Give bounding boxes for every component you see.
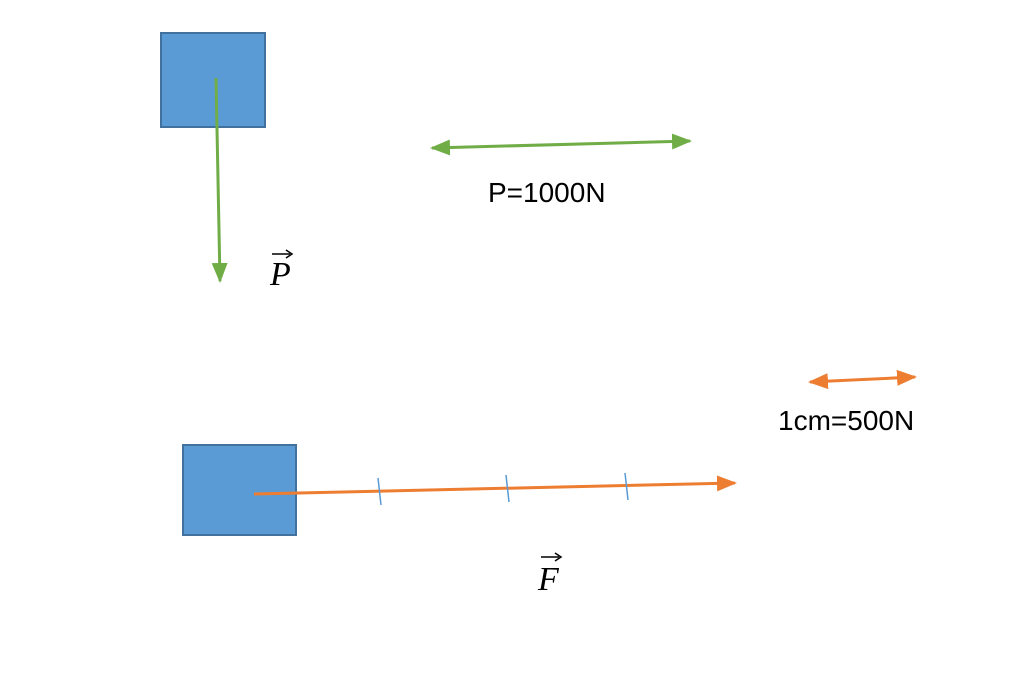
weight-vector-overarrow-head xyxy=(285,249,294,259)
weight-block-outline xyxy=(160,32,266,128)
force-scale-label: 1cm=500N xyxy=(778,405,914,436)
weight-vector-letter: P xyxy=(269,256,291,293)
weight-diagram: P P=1000N xyxy=(160,32,692,293)
force-tick-mark xyxy=(505,474,510,503)
force-diagram: F 1cm=500N xyxy=(182,369,917,598)
force-tick-mark xyxy=(377,477,382,506)
force-vector-symbol: F xyxy=(537,552,563,598)
weight-block xyxy=(161,33,265,127)
force-vector-letter: F xyxy=(537,561,560,598)
weight-vector-arrow xyxy=(211,77,228,283)
force-vector-overarrow-head xyxy=(554,552,563,562)
weight-scale-arrow xyxy=(430,133,692,156)
force-block xyxy=(183,445,296,535)
force-tick-mark xyxy=(624,472,629,501)
weight-vector-symbol: P xyxy=(269,249,294,293)
weight-scale-label: P=1000N xyxy=(488,177,606,208)
force-scale-arrow xyxy=(808,369,917,390)
force-vector-ticks xyxy=(377,472,629,506)
force-block-outline xyxy=(182,444,297,536)
force-vector-arrow xyxy=(253,475,737,496)
